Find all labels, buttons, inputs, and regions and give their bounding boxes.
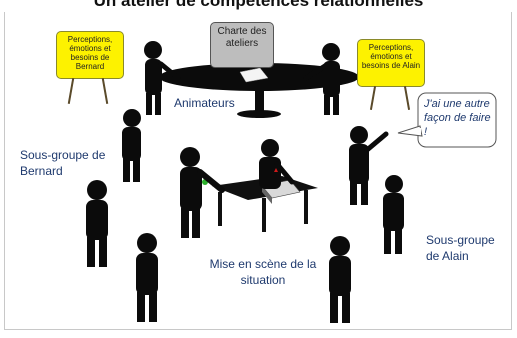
alain-subgroup-figures [329, 126, 404, 323]
facilitator-left-figure [144, 41, 181, 115]
mise-en-scene-label: Mise en scène de la situation [209, 257, 317, 287]
speech-bubble-text: J'ai une autre façon de faire ! [424, 98, 491, 138]
bernard-subgroup-label: Sous-groupe de Bernard [20, 148, 106, 178]
facilitator-right-figure [303, 43, 340, 115]
charte-ateliers-sign: Charte des ateliers [210, 22, 274, 68]
charte-ateliers-text: Charte des ateliers [217, 26, 267, 49]
perceptions-bernard-text: Perceptions, émotions et besoins de Bern… [67, 35, 113, 71]
animateurs-label: Animateurs [174, 96, 235, 110]
perceptions-bernard-sign: Perceptions, émotions et besoins de Bern… [56, 31, 124, 79]
perceptions-alain-sign: Perceptions, émotions et besoins de Alai… [357, 39, 425, 87]
actor-standing-figure [180, 147, 225, 238]
alain-subgroup-label: Sous-groupe de Alain [426, 233, 495, 263]
diagram-frame [4, 12, 512, 330]
round-table-leg [255, 82, 264, 112]
speech-bubble [397, 92, 497, 148]
actor-sitting-figure [259, 139, 295, 189]
bernard-subgroup-figures [86, 109, 158, 322]
diagram-title: Un atelier de compétences relationnelles [93, 0, 424, 10]
perceptions-alain-text: Perceptions, émotions et besoins de Alai… [361, 43, 421, 70]
